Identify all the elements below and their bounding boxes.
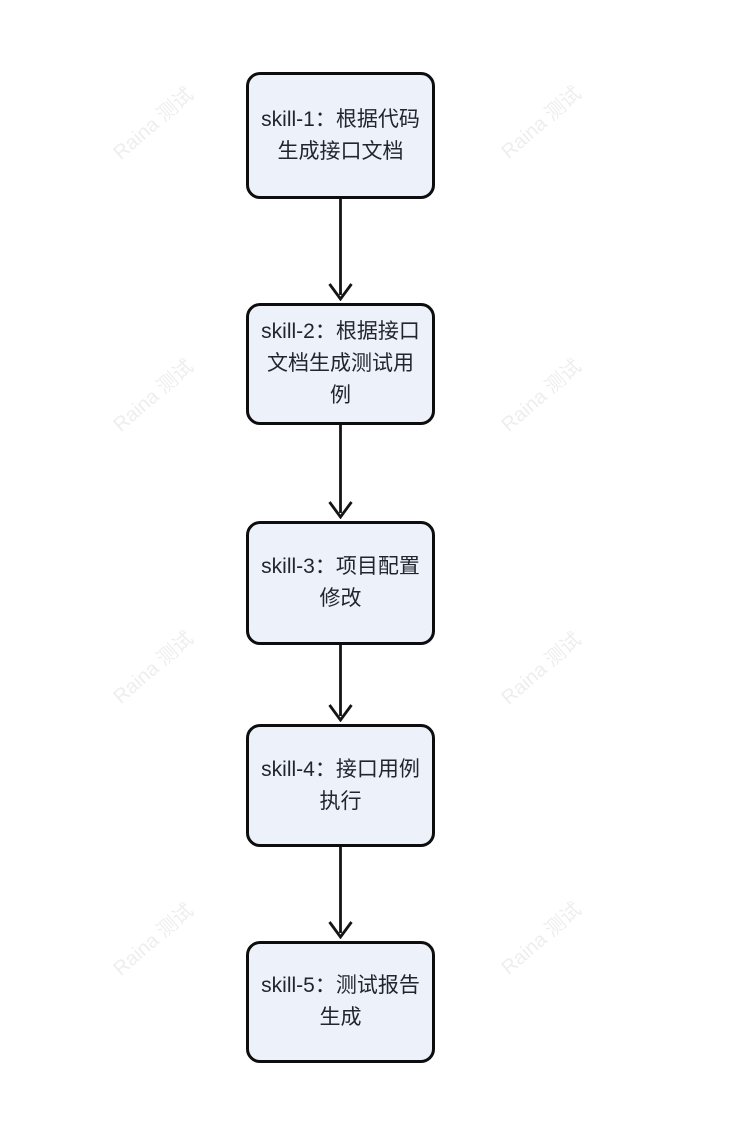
flow-node-skill-1: skill-1：根据代码 生成接口文档 xyxy=(246,72,435,199)
arrow-down xyxy=(328,645,353,722)
arrow-down xyxy=(328,847,353,939)
flow-node-label: skill-3：项目配置 修改 xyxy=(261,555,420,610)
flow-node-label: skill-2：根据接口 文档生成测试用 例 xyxy=(261,320,420,407)
watermark: Raina 测试 xyxy=(109,899,198,981)
arrow-down xyxy=(328,199,353,301)
flow-node-label: skill-4：接口用例 执行 xyxy=(261,757,420,813)
flow-node-skill-2: skill-2：根据接口 文档生成测试用 例 xyxy=(246,303,435,425)
watermark: Raina 测试 xyxy=(497,82,586,164)
flow-node-skill-5: skill-5：测试报告 生成 xyxy=(246,941,435,1063)
flow-node-skill-4: skill-4：接口用例 执行 xyxy=(246,724,435,847)
watermark: Raina 测试 xyxy=(109,355,198,437)
watermark: Raina 测试 xyxy=(109,83,198,165)
watermark: Raina 测试 xyxy=(497,355,586,437)
flow-node-skill-3: skill-3：项目配置 修改 xyxy=(246,521,435,645)
watermark: Raina 测试 xyxy=(109,627,198,709)
watermark: Raina 测试 xyxy=(497,628,586,710)
arrow-down xyxy=(328,425,353,519)
flow-node-label: skill-5：测试报告 生成 xyxy=(261,974,420,1029)
flow-node-label: skill-1：根据代码 生成接口文档 xyxy=(261,107,420,163)
watermark: Raina 测试 xyxy=(497,898,586,980)
